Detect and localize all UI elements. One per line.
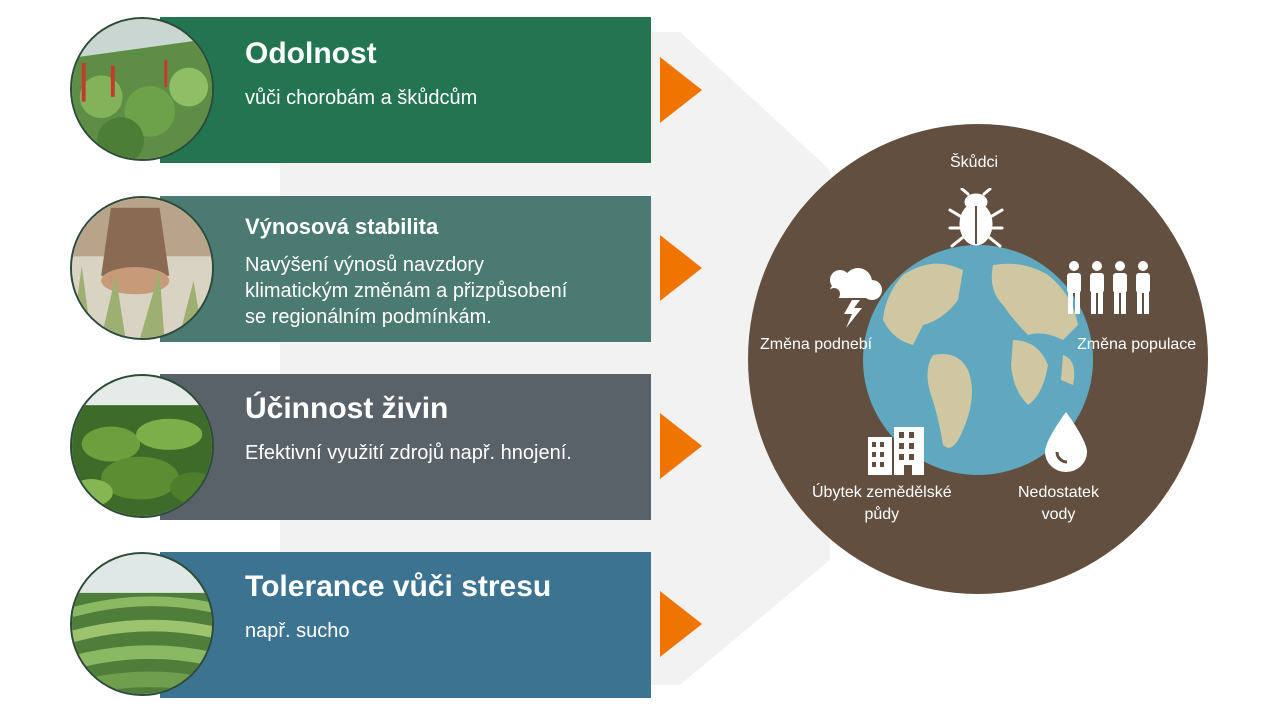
crop-rows-photo bbox=[70, 552, 214, 696]
label-land-loss-line2: půdy bbox=[864, 506, 900, 523]
label-water-shortage: Nedostatek vody bbox=[1018, 482, 1099, 526]
label-population-change: Změna populace bbox=[1077, 336, 1197, 353]
globe-icon bbox=[863, 245, 1093, 475]
buildings-icon bbox=[868, 427, 924, 475]
leafy-crop-photo bbox=[70, 374, 214, 518]
card-description-line: klimatickým změnám a přizpůsobení bbox=[245, 280, 568, 302]
storm-cloud-icon bbox=[828, 268, 882, 328]
bug-icon bbox=[948, 188, 1004, 248]
hands-wheat-photo bbox=[70, 196, 214, 340]
label-climate-change: Změna podnebí bbox=[760, 336, 873, 353]
arrow-icon bbox=[660, 57, 702, 123]
label-land-loss-line1: Úbytek zemědělské bbox=[812, 484, 952, 501]
card-description: vůči chorobám a škůdcům bbox=[245, 87, 478, 109]
people-icon bbox=[1067, 261, 1150, 314]
card-stress-tolerance: Tolerance vůči stresu např. sucho bbox=[160, 552, 651, 698]
card-description-line: Navýšení výnosů navzdory bbox=[245, 254, 485, 276]
water-drop-icon bbox=[1045, 412, 1087, 472]
arrow-icon bbox=[660, 413, 702, 479]
card-title: Odolnost bbox=[245, 37, 377, 70]
card-title: Výnosová stabilita bbox=[245, 214, 439, 239]
card-yield-stability: Výnosová stabilita Navýšení výnosů navzd… bbox=[160, 196, 651, 342]
card-title: Tolerance vůči stresu bbox=[245, 570, 552, 603]
greenhouse-plants-photo bbox=[70, 17, 214, 161]
arrow-icon bbox=[660, 235, 702, 301]
card-title: Účinnost živin bbox=[245, 392, 449, 425]
card-nutrient-efficiency: Účinnost živin Efektivní využití zdrojů … bbox=[160, 374, 651, 520]
card-description: Efektivní využití zdrojů např. hnojení. bbox=[245, 442, 572, 464]
label-water-shortage-line2: vody bbox=[1041, 506, 1076, 523]
label-water-shortage-line1: Nedostatek bbox=[1018, 484, 1099, 501]
label-pests: Škůdci bbox=[950, 154, 999, 171]
card-resistance: Odolnost vůči chorobám a škůdcům bbox=[160, 17, 651, 163]
card-description-line: se regionálním podmínkám. bbox=[245, 306, 492, 328]
arrow-icon bbox=[660, 591, 702, 657]
card-description: např. sucho bbox=[245, 620, 350, 642]
label-land-loss: Úbytek zemědělské půdy bbox=[812, 482, 952, 526]
